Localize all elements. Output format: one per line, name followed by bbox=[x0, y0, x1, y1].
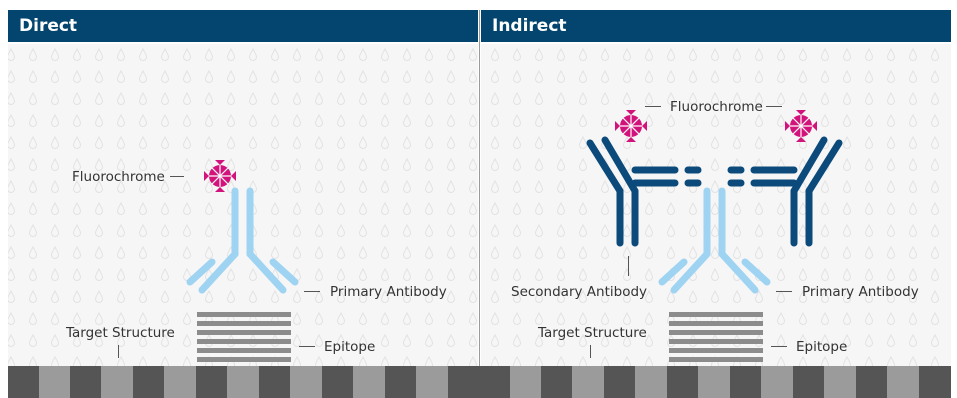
indirect-title: Indirect bbox=[492, 16, 567, 36]
indirect-epitope-leader bbox=[771, 346, 787, 347]
indirect-pattern bbox=[481, 44, 951, 366]
indirect-secondary-antibody-right bbox=[727, 136, 843, 247]
indirect-target-structure-leader bbox=[590, 345, 591, 358]
direct-primary-antibody-label: Primary Antibody bbox=[330, 284, 447, 300]
direct-title: Direct bbox=[19, 16, 78, 36]
indirect-fluorochrome-leader-right bbox=[766, 106, 782, 107]
direct-fluorochrome-leader bbox=[170, 176, 184, 177]
direct-pattern bbox=[8, 44, 478, 366]
indirect-fluorochrome-label: Fluorochrome bbox=[670, 99, 763, 115]
indirect-secondary-antibody-label: Secondary Antibody bbox=[511, 284, 648, 300]
indirect-epitope-label: Epitope bbox=[796, 339, 848, 355]
indirect-fluorochrome-leader-left bbox=[645, 106, 661, 107]
direct-primary-antibody-leader bbox=[304, 291, 320, 292]
indirect-target-structure-label: Target Structure bbox=[538, 325, 647, 341]
direct-fluorochrome-label: Fluorochrome bbox=[72, 169, 165, 185]
direct-target-structure-leader bbox=[118, 345, 119, 358]
indirect-primary-antibody-leader bbox=[776, 291, 792, 292]
indirect-primary-antibody-label: Primary Antibody bbox=[802, 284, 919, 300]
indirect-header: Indirect bbox=[481, 10, 951, 42]
direct-header: Direct bbox=[8, 10, 478, 42]
target-structure-ground bbox=[8, 366, 951, 398]
indirect-primary-antibody bbox=[658, 187, 771, 294]
direct-epitope-label: Epitope bbox=[324, 339, 376, 355]
direct-target-structure-label: Target Structure bbox=[66, 325, 175, 341]
direct-epitope-stripes bbox=[197, 312, 291, 362]
indirect-epitope-stripes bbox=[669, 312, 763, 362]
indirect-secondary-antibody-leader bbox=[628, 256, 629, 276]
indirect-secondary-antibody-left bbox=[586, 136, 702, 247]
direct-epitope-leader bbox=[299, 346, 315, 347]
direct-primary-antibody bbox=[186, 187, 299, 294]
